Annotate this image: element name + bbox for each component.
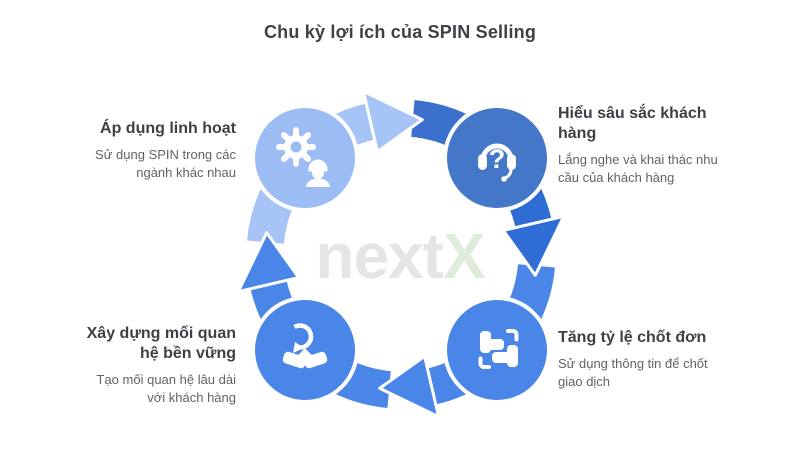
label-close-description: Sử dụng thông tin để chốt giao dịch xyxy=(558,356,708,390)
deal-target-icon xyxy=(478,329,519,369)
gear-worker-icon xyxy=(276,127,330,187)
label-relationship: Xây dựng mối quan hệ bền vững Tạo mối qu… xyxy=(76,324,236,407)
label-understand: Hiểu sâu sắc khách hàng Lắng nghe và kha… xyxy=(558,104,718,187)
page-title: Chu kỳ lợi ích của SPIN Selling xyxy=(263,22,537,42)
handshake-cycle-icon xyxy=(282,323,328,369)
label-understand-description: Lắng nghe và khai thác nhu cầu của khách… xyxy=(558,152,718,186)
node-understand-circle xyxy=(443,104,551,212)
nextx-watermark-logo: nextX xyxy=(315,219,486,293)
label-close-heading: Tăng tỷ lệ chốt đơn xyxy=(558,329,707,346)
label-close: Tăng tỷ lệ chốt đơn Sử dụng thông tin để… xyxy=(558,328,728,391)
watermark-text-next: next xyxy=(315,220,444,292)
label-understand-heading: Hiểu sâu sắc khách hàng xyxy=(558,105,707,142)
label-apply: Áp dụng linh hoạt Sử dụng SPIN trong các… xyxy=(76,119,236,182)
svg-text:?: ? xyxy=(489,144,506,174)
headset-question-icon: ? xyxy=(478,143,516,182)
label-apply-heading: Áp dụng linh hoạt xyxy=(100,120,236,137)
watermark-text-x: X xyxy=(442,220,486,292)
label-apply-description: Sử dụng SPIN trong các ngành khác nhau xyxy=(95,147,236,181)
label-relationship-heading: Xây dựng mối quan hệ bền vững xyxy=(86,325,236,362)
label-relationship-description: Tạo mối quan hệ lâu dài với khách hàng xyxy=(96,372,236,406)
